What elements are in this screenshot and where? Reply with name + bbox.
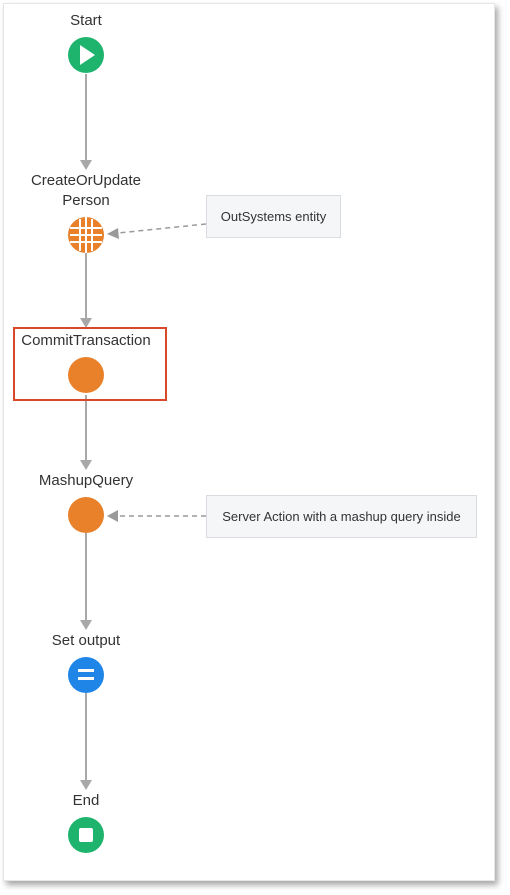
action-node-circle [68, 357, 104, 393]
end-label: End [72, 792, 100, 809]
end-node[interactable] [68, 817, 104, 853]
entity-note: OutSystems entity [206, 195, 341, 238]
set-output-label: Set output [51, 632, 121, 649]
create-or-update-person-node[interactable] [68, 217, 104, 253]
mashup-query-node[interactable] [68, 497, 104, 533]
equals-icon-top [78, 669, 94, 672]
connector-arrowheads [80, 160, 92, 790]
note-connector-arrowheads [107, 228, 119, 522]
commit-transaction-node[interactable] [68, 357, 104, 393]
set-output-node[interactable] [68, 657, 104, 693]
commit-transaction-label: CommitTransaction [21, 332, 151, 349]
assign-node-circle [68, 657, 104, 693]
commit-transaction-highlight [13, 327, 167, 401]
stop-icon [79, 828, 93, 842]
create-or-update-label-line2: Person [62, 192, 110, 209]
entity-grid-icon [70, 217, 102, 253]
start-node[interactable] [68, 37, 104, 73]
mashup-query-label: MashupQuery [38, 472, 134, 489]
equals-icon-bottom [78, 677, 94, 680]
server-action-note: Server Action with a mashup query inside [206, 495, 477, 538]
play-icon [80, 45, 95, 65]
start-label: Start [70, 12, 102, 29]
action-node-circle [68, 497, 104, 533]
create-or-update-label-line1: CreateOrUpdate [30, 172, 142, 189]
note-connectors [117, 223, 207, 517]
